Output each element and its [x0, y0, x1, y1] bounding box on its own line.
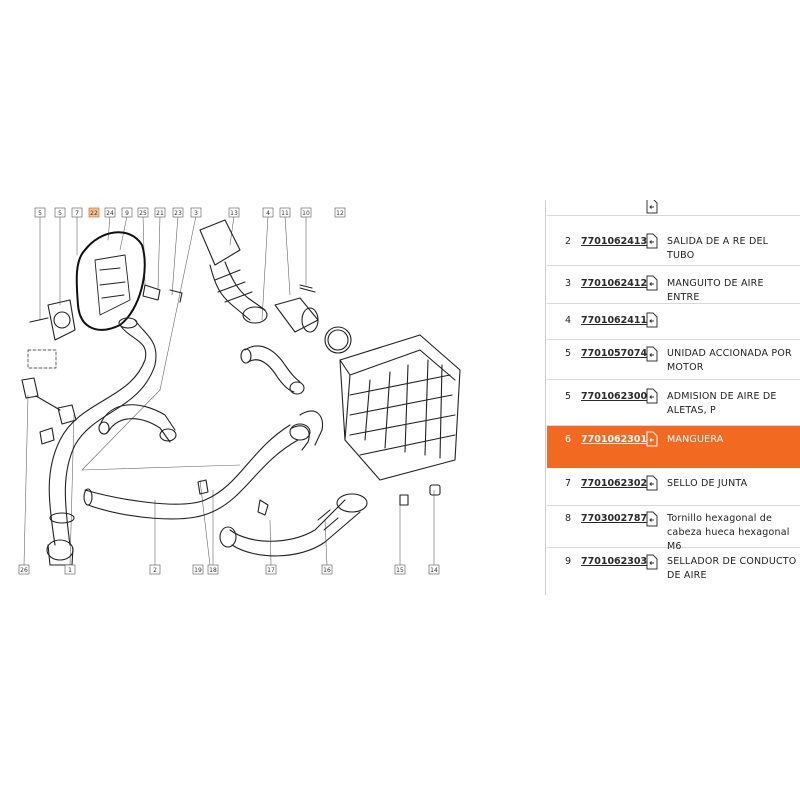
part-description: MANGUITO DE AIRE ENTRE	[667, 278, 764, 303]
callout-labels: 5 5 7 22 24 9 25 21 23 3 13 4 11 10 12 2…	[18, 207, 440, 575]
part-description: MANGUERA	[667, 434, 724, 445]
cart-arrow-icon[interactable]	[645, 431, 659, 447]
part-index: 4	[565, 315, 572, 326]
part-index: 3	[565, 278, 572, 289]
callout-2: 2	[153, 567, 157, 574]
callout-3: 3	[194, 210, 198, 217]
callout-5a: 5	[38, 210, 42, 217]
parts-row-selected[interactable]: 6 7701062301 MANGUERA	[547, 426, 800, 468]
parts-row[interactable]: 5 7701057074 UNIDAD ACCIONADA POR MOTOR	[547, 340, 800, 380]
part-index: 8	[565, 513, 572, 524]
callout-14: 14	[430, 567, 438, 574]
part-index: 9	[565, 556, 572, 567]
part-description: ADMISION DE AIRE DE ALETAS, P	[667, 391, 777, 416]
part-number-link[interactable]: 7701062412	[581, 278, 648, 289]
parts-row[interactable]: 3 7701062412 MANGUITO DE AIRE ENTRE	[547, 266, 800, 304]
parts-row[interactable]: 5 7701062300 ADMISION DE AIRE DE ALETAS,…	[547, 380, 800, 426]
parts-row[interactable]: 8 7703002787 Tornillo hexagonal de cabez…	[547, 506, 800, 552]
callout-23: 23	[174, 210, 182, 217]
cart-arrow-icon[interactable]	[645, 200, 659, 214]
parts-row-partial[interactable]	[547, 200, 800, 216]
parts-row[interactable]: 4 7701062411	[547, 304, 800, 340]
callout-10: 10	[302, 210, 310, 217]
parts-list-panel: 2 7701062413 SALIDA DE A RE DEL TUBO 3 7…	[545, 200, 800, 595]
part-number-link[interactable]: 7701062411	[581, 315, 648, 326]
part-description: SELLO DE JUNTA	[667, 478, 748, 489]
callout-18: 18	[209, 567, 217, 574]
part-number-link[interactable]: 7703002787	[581, 513, 648, 524]
part-index: 6	[565, 434, 572, 445]
callout-26: 26	[20, 567, 28, 574]
cart-arrow-icon[interactable]	[645, 388, 659, 404]
exploded-parts-diagram: 5 5 7 22 24 9 25 21 23 3 13 4 11 10 12 2…	[0, 200, 545, 595]
parts-row[interactable]: 2 7701062413 SALIDA DE A RE DEL TUBO	[547, 228, 800, 266]
callout-24: 24	[106, 210, 114, 217]
callout-5b: 5	[58, 210, 62, 217]
diagram-drawing: 5 5 7 22 24 9 25 21 23 3 13 4 11 10 12 2…	[18, 207, 461, 575]
callout-22: 22	[90, 210, 98, 217]
callout-9: 9	[125, 210, 129, 217]
cart-arrow-icon[interactable]	[645, 511, 659, 527]
parts-row[interactable]: 9 7701062303 SELLADOR DE CONDUCTO DE AIR…	[547, 548, 800, 592]
callout-15: 15	[396, 567, 404, 574]
part-number-link[interactable]: 7701057074	[581, 348, 648, 359]
callout-17: 17	[267, 567, 275, 574]
part-description: Tornillo hexagonal de cabeza hueca hexag…	[667, 513, 790, 552]
parts-row[interactable]: 7 7701062302 SELLO DE JUNTA	[547, 468, 800, 506]
part-number-link[interactable]: 7701062413	[581, 236, 648, 247]
part-number-link[interactable]: 7701062300	[581, 391, 648, 402]
part-index: 5	[565, 348, 572, 359]
part-index: 2	[565, 236, 572, 247]
part-index: 5	[565, 391, 572, 402]
callout-12: 12	[336, 210, 344, 217]
part-number-link[interactable]: 7701062302	[581, 478, 648, 489]
callout-25: 25	[139, 210, 147, 217]
callout-13: 13	[230, 210, 238, 217]
part-description: SALIDA DE A RE DEL TUBO	[667, 236, 769, 261]
callout-7: 7	[75, 210, 79, 217]
cart-arrow-icon[interactable]	[645, 346, 659, 362]
cart-arrow-icon[interactable]	[645, 275, 659, 291]
callout-1: 1	[68, 567, 72, 574]
cart-arrow-icon[interactable]	[645, 233, 659, 249]
part-description: UNIDAD ACCIONADA POR MOTOR	[667, 348, 792, 373]
part-number-link[interactable]: 7701062303	[581, 556, 648, 567]
callout-11: 11	[281, 210, 289, 217]
cart-arrow-icon[interactable]	[645, 475, 659, 491]
cart-arrow-icon[interactable]	[645, 312, 659, 328]
callout-21: 21	[156, 210, 164, 217]
callout-19: 19	[194, 567, 202, 574]
cart-arrow-icon[interactable]	[645, 554, 659, 570]
callout-16: 16	[323, 567, 331, 574]
callout-4: 4	[266, 210, 270, 217]
part-description: SELLADOR DE CONDUCTO DE AIRE	[667, 556, 797, 581]
part-index: 7	[565, 478, 572, 489]
part-number-link[interactable]: 7701062301	[581, 434, 648, 445]
